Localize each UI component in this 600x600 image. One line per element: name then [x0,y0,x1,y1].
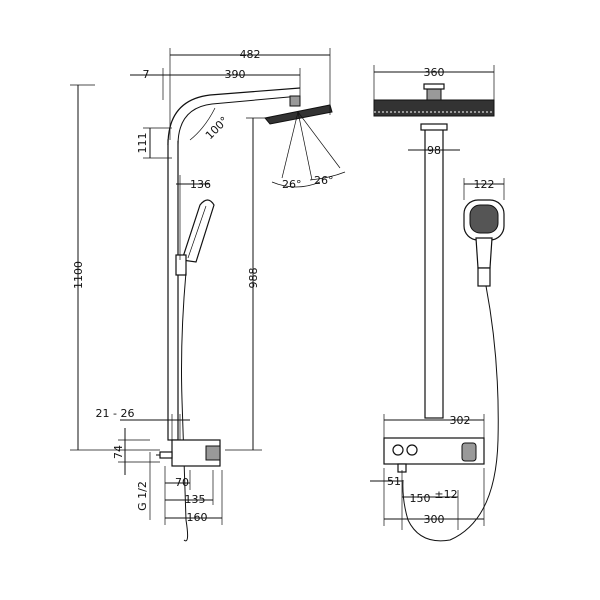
dim-spray-right: 26° [314,174,334,187]
thermostat-knob [205,445,221,461]
front-holder [477,267,491,287]
button-left [392,444,404,456]
dim-head-diameter: 360 [424,66,445,79]
dim-handshower-width: 136 [190,178,211,191]
side-view: 482 7 390 111 100° 26° 26° 136 1100 [70,48,346,542]
dim-thermostat-width: 302 [450,414,471,427]
dim-spacing-51: 51 [387,475,401,488]
temperature-knob [461,442,477,462]
dim-depth-70: 70 [175,476,189,489]
dim-overall-width: 482 [240,48,261,61]
dim-total-height: 1100 [72,261,85,289]
dim-riser-width: 98 [427,144,441,157]
inlet-connector [159,451,173,459]
dim-head-drop: 111 [136,133,149,154]
dim-inlet-spacing: 150 [410,492,431,505]
dim-wall-range: 21 - 26 [96,407,135,420]
front-handshower-grip [475,237,493,269]
dim-spray-left: 26° [282,178,302,191]
dim-depth-135: 135 [185,493,206,506]
front-hose [402,285,499,542]
hose [181,271,189,542]
dim-inlet-tolerance: ±12 [434,488,457,501]
dim-depth-160: 160 [187,511,208,524]
riser-pipe [167,139,179,441]
dim-bar-width: 300 [424,513,445,526]
button-right [406,444,418,456]
shower-arm-inner [177,95,301,146]
dim-offset: 7 [143,68,150,81]
head-joint [289,95,301,107]
dim-thermostat-height: 74 [112,445,125,459]
dim-handshower-front: 122 [474,178,495,191]
handshower [181,199,215,263]
handshower-holder [175,254,187,276]
dim-arm-length: 390 [225,68,246,81]
head-connector [426,87,442,101]
shower-arm [167,87,301,146]
dim-thread: G 1/2 [136,481,149,511]
front-overhead-head [373,99,495,117]
front-riser [424,127,444,419]
dim-head-height: 988 [247,268,260,289]
front-view: 360 98 122 302 51 150 ±12 300 [370,65,505,542]
